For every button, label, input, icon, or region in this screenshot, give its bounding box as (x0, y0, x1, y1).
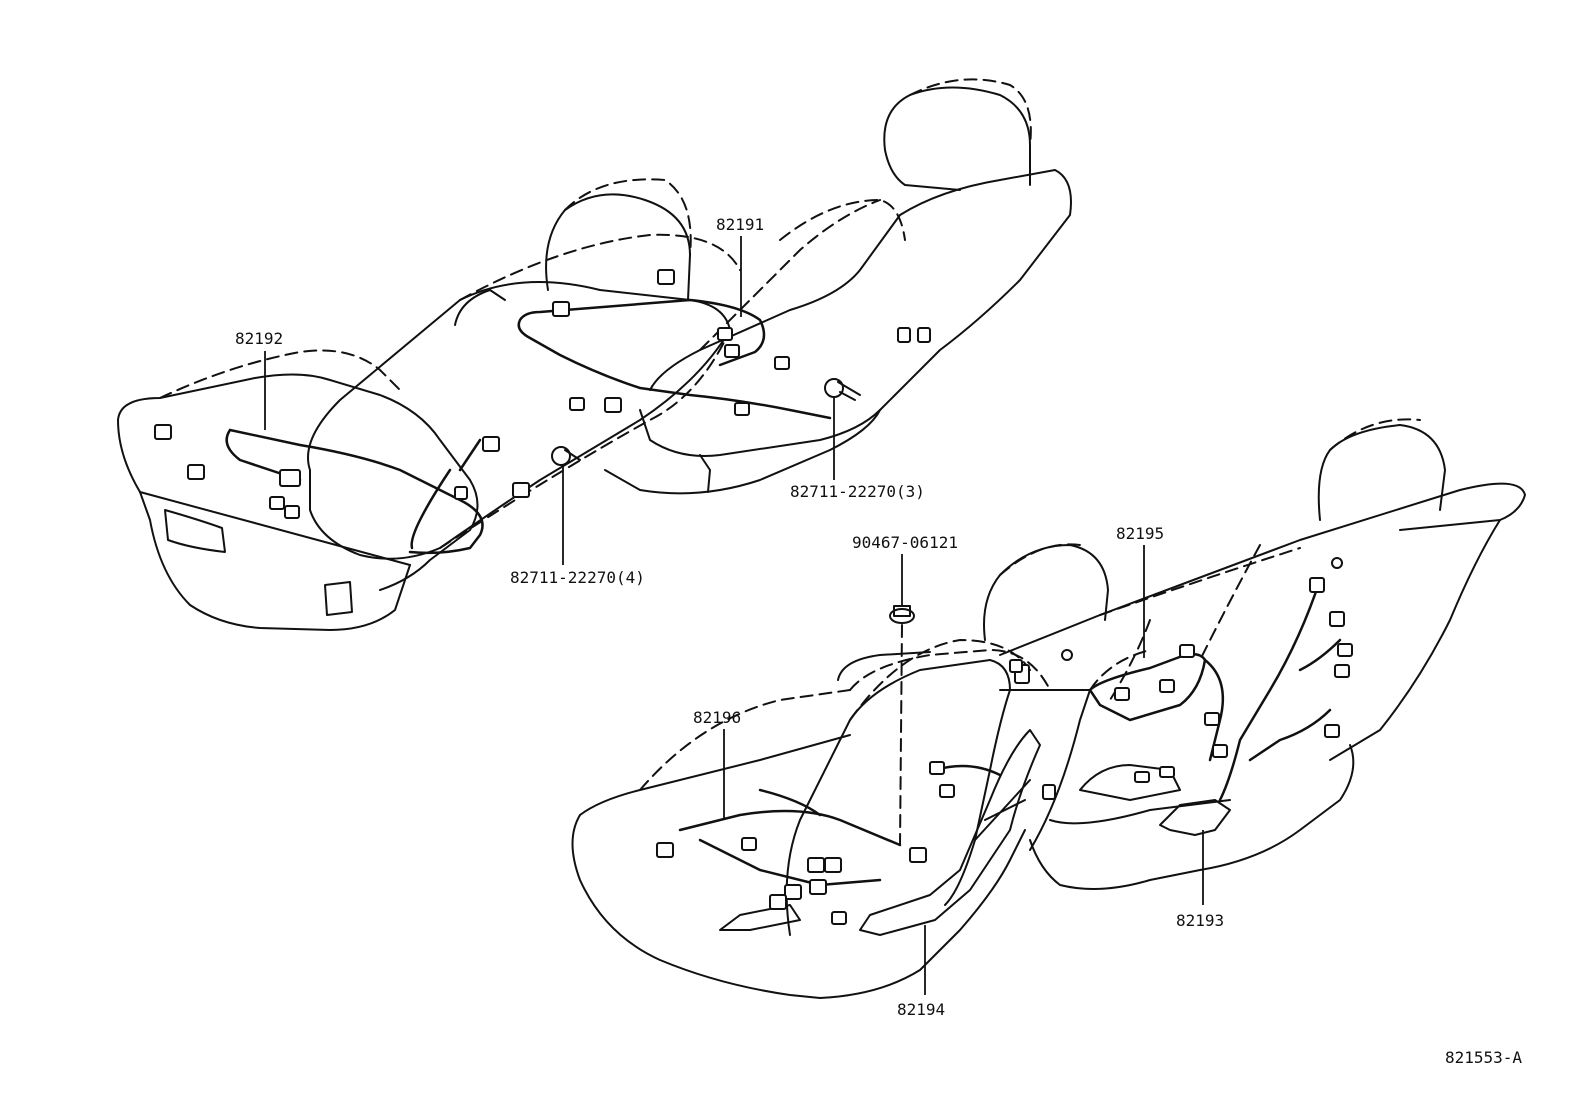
figure-code: 821553-A (1445, 1048, 1522, 1067)
rear-cushion-wire-harness-82196 (678, 809, 902, 887)
rear-right-cushion (1029, 744, 1355, 890)
front-right-headrest (883, 86, 1031, 186)
front-clip-82711-22270-4 (551, 446, 581, 466)
front-left-headrest (545, 193, 691, 301)
label-82711-22270-3: 82711-22270(3) (790, 482, 925, 501)
label-82192: 82192 (235, 329, 283, 348)
front-seat-cushion-wire-harness (225, 428, 484, 555)
rear-large-cushion (571, 814, 1026, 999)
rear-right-headrest (1317, 424, 1446, 521)
nut-90467-06121 (889, 605, 915, 846)
label-82195: 82195 (1116, 524, 1164, 543)
rear-back-wire-harness-82195 (1088, 652, 1207, 722)
label-82191: 82191 (716, 215, 764, 234)
front-left-seat-cushion-outline (159, 349, 401, 399)
part-labels: 82191 82192 82711-22270(3) 82711-22270(4… (235, 215, 1522, 1067)
front-connectors (154, 269, 931, 519)
rear-right-hinge-82193 (1159, 799, 1231, 836)
front-clip-82711-22270-3 (824, 378, 861, 401)
label-82194: 82194 (897, 1000, 945, 1019)
leader-lines (264, 236, 1204, 995)
rear-center-headrest (983, 544, 1109, 641)
front-seat-back-wire-harness (517, 298, 832, 420)
rear-left-hinge-82194 (859, 729, 1041, 936)
rear-seat-back (999, 482, 1526, 656)
front-left-seat-side-panel (139, 491, 411, 631)
rear-connectors (656, 557, 1353, 925)
label-90467-06121: 90467-06121 (852, 533, 958, 552)
rear-back-wire-harness-right (1218, 578, 1322, 802)
front-right-seat-cushion (639, 394, 896, 457)
rear-seat-assembly (571, 418, 1526, 999)
label-82711-22270-4: 82711-22270(4) (510, 568, 645, 587)
front-seats-assembly (117, 78, 1072, 631)
label-82196: 82196 (693, 708, 741, 727)
label-82193: 82193 (1176, 911, 1224, 930)
